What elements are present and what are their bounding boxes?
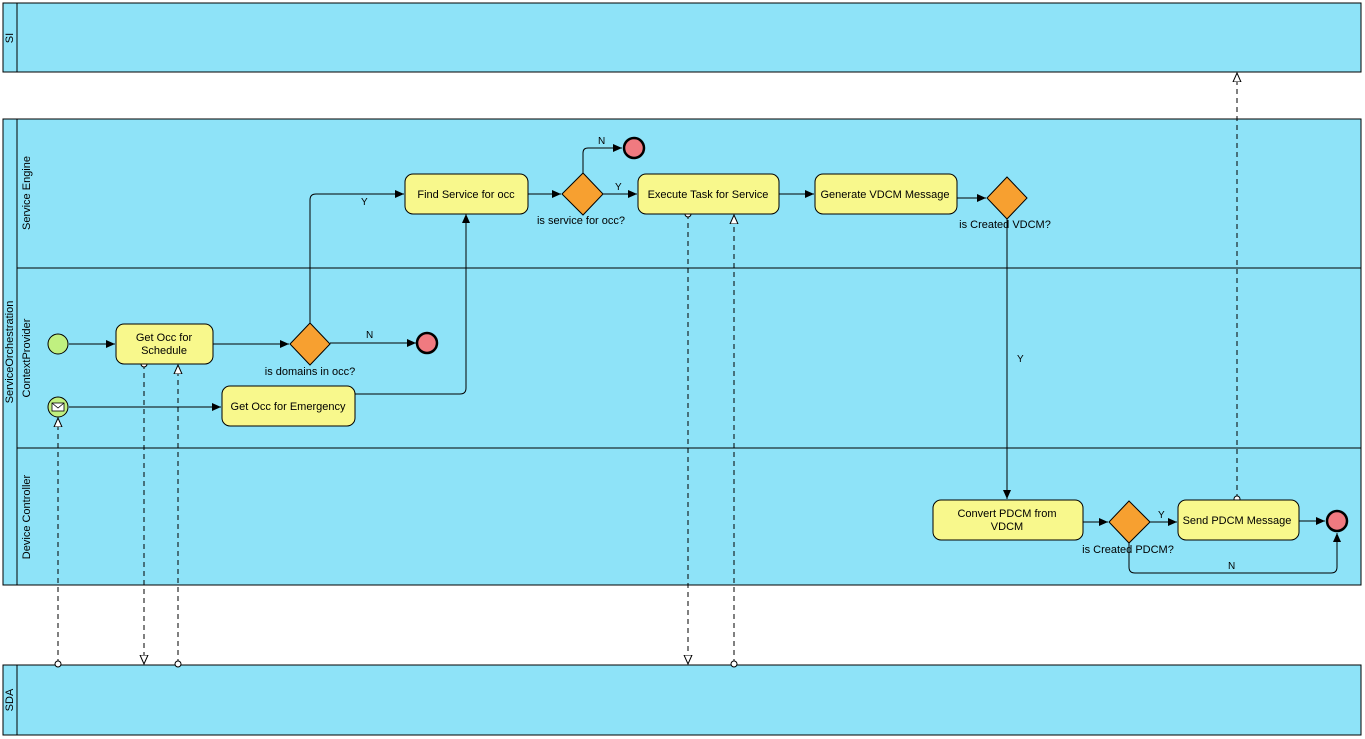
flow-gateway-n-to-end-top[interactable] bbox=[582, 144, 622, 173]
pool-main-label: ServiceOrchestration bbox=[4, 301, 16, 404]
gateway-service-for-occ-label: is service for occ? bbox=[537, 215, 625, 227]
flow-emergency-to-find[interactable] bbox=[355, 214, 470, 395]
gateway-created-pdcm-label: is Created PDCM? bbox=[1082, 544, 1174, 556]
task-find-service-label: Find Service for occ bbox=[417, 189, 515, 201]
flow-pdcm-n-to-end[interactable] bbox=[1128, 533, 1341, 574]
lane-service-engine-label: Service Engine bbox=[21, 156, 33, 230]
flow-gateway-y-to-find[interactable] bbox=[309, 190, 404, 323]
flow-label-y-vdcm: Y bbox=[1017, 354, 1024, 365]
gateway-domains-in-occ[interactable]: is domains in occ? bbox=[265, 322, 356, 378]
start-event[interactable] bbox=[47, 333, 69, 355]
envelope-icon bbox=[51, 402, 65, 412]
lane-device-controller-label: Device Controller bbox=[21, 474, 33, 559]
gateway-domains-in-occ-label: is domains in occ? bbox=[265, 366, 356, 378]
message-flows bbox=[58, 73, 1237, 664]
task-convert-pdcm-line2: VDCM bbox=[991, 521, 1023, 533]
task-generate-vdcm[interactable]: Generate VDCM Message bbox=[814, 173, 958, 215]
gateway-created-vdcm[interactable]: is Created VDCM? bbox=[959, 176, 1051, 231]
gateways: is domains in occ? is service for occ? i… bbox=[265, 172, 1174, 556]
task-send-pdcm[interactable]: Send PDCM Message bbox=[1177, 499, 1300, 541]
flow-labels: Y N N Y Y Y N bbox=[361, 136, 1235, 572]
task-convert-pdcm[interactable]: Convert PDCM from VDCM bbox=[932, 499, 1084, 541]
flow-label-n-pdcm: N bbox=[1228, 561, 1235, 572]
gateway-created-vdcm-label: is Created VDCM? bbox=[959, 219, 1051, 231]
events bbox=[47, 136, 1349, 533]
task-send-pdcm-label: Send PDCM Message bbox=[1183, 515, 1292, 527]
task-get-occ-schedule-line2: Schedule bbox=[141, 345, 187, 357]
task-get-occ-schedule[interactable]: Get Occ for Schedule bbox=[115, 323, 214, 365]
pool-sda-label: SDA bbox=[4, 688, 16, 711]
end-event-service-n[interactable] bbox=[622, 136, 646, 160]
task-generate-vdcm-label: Generate VDCM Message bbox=[821, 189, 950, 201]
task-get-occ-emergency-label: Get Occ for Emergency bbox=[231, 401, 346, 413]
task-execute-label: Execute Task for Service bbox=[648, 189, 769, 201]
task-get-occ-emergency[interactable]: Get Occ for Emergency bbox=[221, 385, 356, 427]
tasks: Get Occ for Schedule Get Occ for Emergen… bbox=[115, 173, 1300, 541]
end-event-domains-n[interactable] bbox=[415, 331, 439, 355]
gateway-service-for-occ[interactable]: is service for occ? bbox=[537, 172, 625, 227]
task-get-occ-schedule-line1: Get Occ for bbox=[136, 332, 193, 344]
gateway-created-pdcm[interactable]: is Created PDCM? bbox=[1082, 500, 1174, 556]
pool-si-label: SI bbox=[4, 33, 16, 43]
task-convert-pdcm-line1: Convert PDCM from bbox=[957, 508, 1056, 520]
flow-label-y-service: Y bbox=[615, 182, 622, 193]
lane-context-provider-label: ContextProvider bbox=[21, 318, 33, 397]
sequence-flows bbox=[69, 144, 1341, 574]
flow-label-y-domains: Y bbox=[361, 197, 368, 208]
pool-si[interactable]: SI bbox=[2, 2, 1362, 73]
flow-label-n-domains: N bbox=[366, 330, 373, 341]
task-execute[interactable]: Execute Task for Service bbox=[637, 173, 780, 215]
task-find-service[interactable]: Find Service for occ bbox=[404, 173, 529, 215]
flow-label-n-service: N bbox=[598, 136, 605, 147]
end-event-final[interactable] bbox=[1325, 509, 1349, 533]
message-start-event[interactable] bbox=[47, 396, 69, 418]
pool-sda[interactable]: SDA bbox=[2, 664, 1362, 736]
flow-label-y-pdcm: Y bbox=[1158, 510, 1165, 521]
